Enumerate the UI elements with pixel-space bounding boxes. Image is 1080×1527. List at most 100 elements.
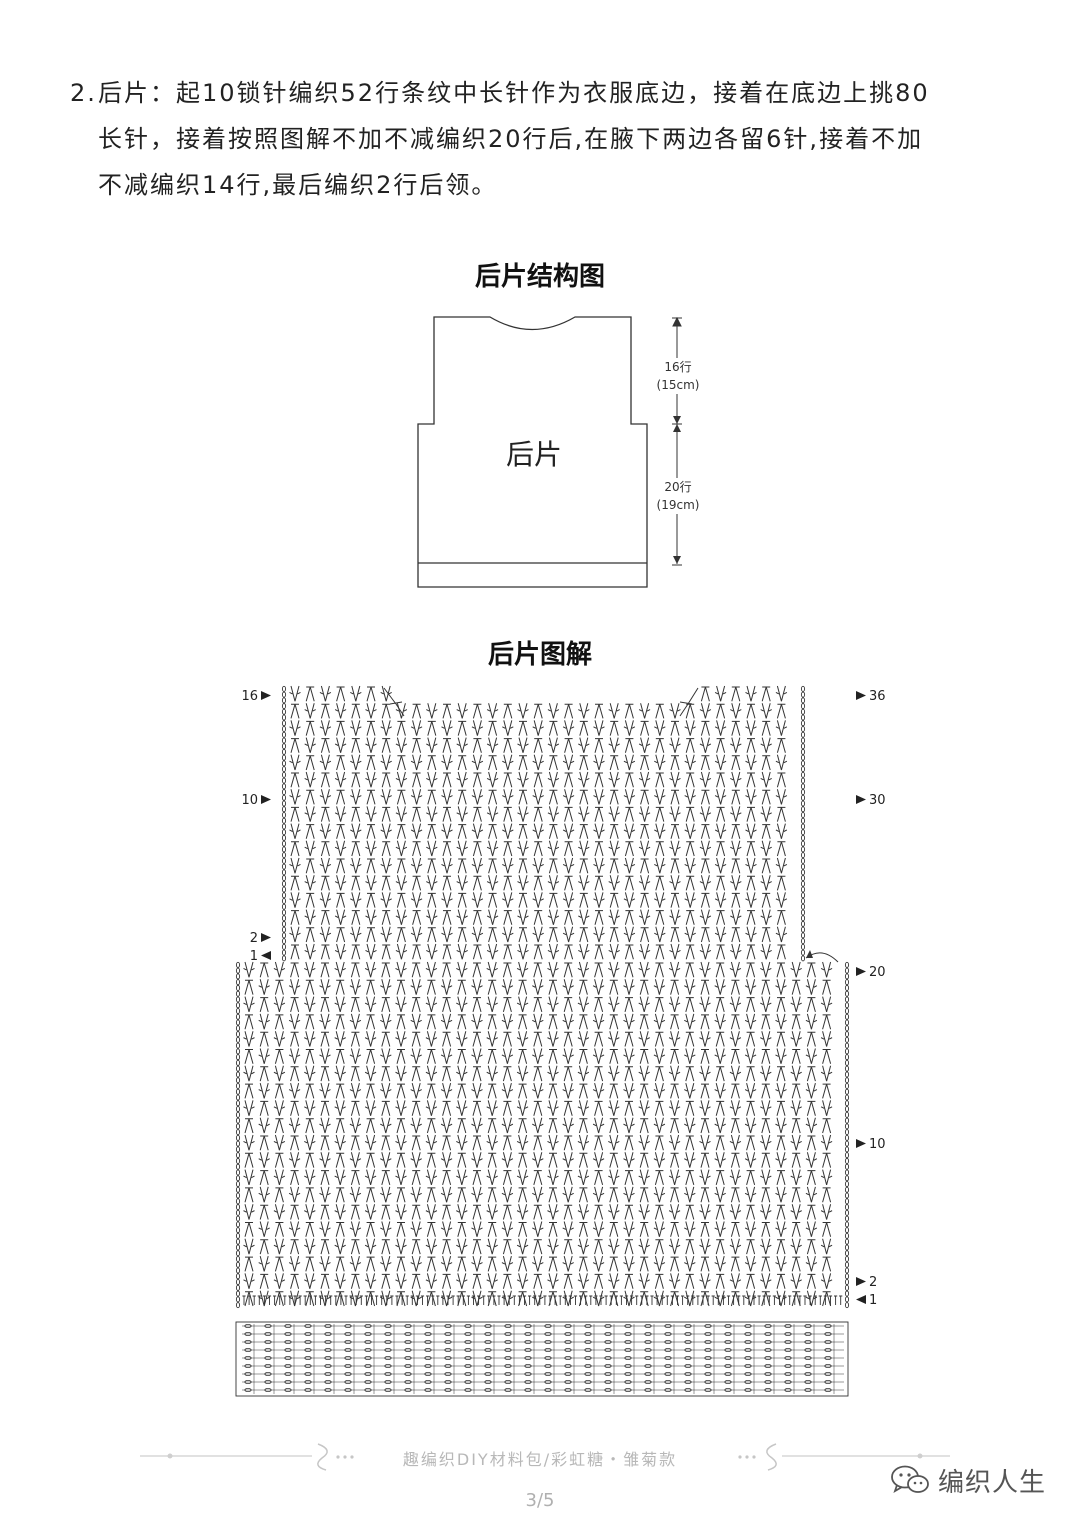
a-stitch — [578, 979, 588, 995]
v-stitch — [304, 771, 316, 788]
hem-chain — [324, 1348, 332, 1353]
v-stitch — [532, 926, 544, 943]
a-stitch — [442, 944, 452, 960]
a-stitch — [396, 789, 406, 805]
a-stitch — [730, 1152, 740, 1168]
a-stitch — [396, 1118, 406, 1134]
chain-stitch — [844, 1238, 850, 1257]
a-stitch — [594, 997, 604, 1013]
a-stitch — [274, 1049, 284, 1064]
right-marker-30: 30 — [856, 793, 886, 808]
a-stitch — [350, 1031, 360, 1047]
v-stitch — [608, 996, 620, 1013]
v-stitch — [669, 943, 681, 960]
a-stitch — [366, 892, 376, 908]
a-stitch — [654, 1100, 664, 1116]
v-stitch — [426, 875, 438, 891]
v-stitch — [699, 1134, 711, 1151]
instruction-line-3: 不减编织14行,最后编织2行后领。 — [98, 171, 498, 199]
a-stitch — [639, 1256, 649, 1272]
v-stitch — [730, 875, 742, 891]
hem-chain — [344, 1364, 352, 1369]
chain-stitch — [281, 840, 287, 859]
a-stitch — [776, 944, 786, 960]
foundation-stitch — [487, 1295, 491, 1305]
v-stitch — [380, 789, 392, 805]
v-stitch — [684, 1290, 696, 1307]
hem-chain — [764, 1380, 772, 1385]
a-stitch — [670, 927, 680, 943]
chain-stitch — [235, 1134, 241, 1153]
hem-chain — [344, 1380, 352, 1385]
a-stitch — [487, 1049, 497, 1064]
chain-stitch — [235, 1255, 241, 1274]
hem-chain — [484, 1380, 492, 1385]
v-stitch — [684, 823, 696, 839]
hem-chain — [644, 1356, 652, 1361]
a-stitch — [655, 841, 665, 857]
hem-chain — [424, 1364, 432, 1369]
v-stitch — [729, 1065, 742, 1082]
v-stitch — [684, 1013, 696, 1030]
hem-chain — [464, 1388, 472, 1393]
a-stitch — [396, 1049, 406, 1064]
v-stitch — [547, 1238, 559, 1255]
v-stitch — [273, 1238, 286, 1255]
a-stitch — [761, 1083, 771, 1099]
hem-chain — [304, 1348, 312, 1353]
v-stitch — [364, 1273, 377, 1289]
v-stitch — [592, 1152, 605, 1168]
a-stitch — [381, 738, 391, 753]
a-stitch — [351, 944, 361, 960]
hem-chain — [644, 1380, 652, 1385]
a-stitch — [640, 927, 650, 943]
a-stitch — [457, 789, 467, 805]
v-stitch — [623, 1255, 635, 1272]
a-stitch — [533, 1239, 543, 1255]
a-stitch — [442, 1066, 452, 1082]
a-stitch — [806, 1239, 816, 1255]
v-stitch — [319, 892, 332, 908]
a-stitch — [639, 1222, 649, 1237]
a-stitch — [670, 789, 680, 805]
svg-text:30: 30 — [869, 793, 886, 808]
foundation-stitch — [584, 1295, 588, 1305]
v-stitch — [547, 771, 560, 788]
hem-chain — [704, 1380, 712, 1385]
v-stitch — [440, 1152, 453, 1168]
v-stitch — [456, 996, 468, 1013]
hem-chain — [644, 1364, 652, 1369]
dimension-arrows — [672, 316, 682, 566]
v-stitch — [501, 1082, 514, 1099]
v-stitch — [395, 737, 408, 753]
v-stitch — [516, 1204, 529, 1220]
v-stitch — [714, 1290, 726, 1307]
a-stitch — [731, 686, 741, 702]
a-stitch — [563, 1239, 573, 1255]
a-stitch — [290, 1100, 300, 1116]
a-stitch — [518, 1083, 528, 1099]
v-stitch — [319, 1186, 331, 1203]
svg-text:36: 36 — [869, 689, 886, 704]
hem-chain — [764, 1356, 772, 1361]
a-stitch — [563, 1204, 573, 1220]
footer-text: 趣编织DIY材料包/彩虹糖・雏菊款 — [402, 1450, 678, 1469]
a-stitch — [320, 1135, 330, 1151]
foundation-stitch — [691, 1295, 695, 1305]
a-stitch — [351, 772, 361, 788]
v-stitch — [486, 1100, 498, 1116]
v-stitch — [684, 789, 696, 805]
hem-chain — [564, 1340, 572, 1345]
a-stitch — [442, 1204, 452, 1220]
a-stitch — [563, 1273, 573, 1289]
v-stitch — [562, 720, 575, 736]
a-stitch — [259, 962, 269, 978]
v-stitch — [714, 1082, 726, 1099]
hem-chain — [704, 1324, 712, 1329]
a-stitch — [533, 1204, 543, 1220]
v-stitch — [456, 1065, 468, 1082]
v-stitch — [760, 943, 772, 960]
chain-stitch — [800, 840, 806, 859]
hem-chain — [544, 1388, 552, 1393]
a-stitch — [305, 1256, 315, 1272]
